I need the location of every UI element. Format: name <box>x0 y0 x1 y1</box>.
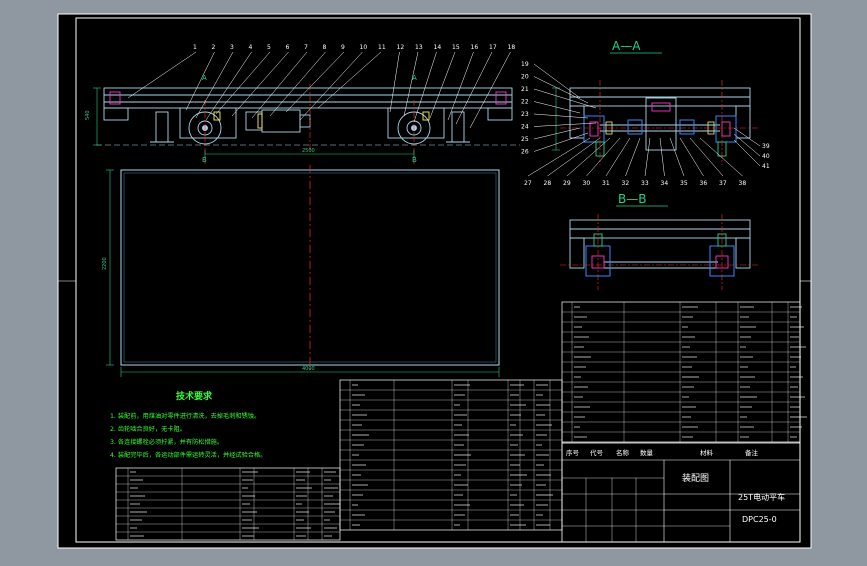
product-name: 25T电动平车 <box>738 492 785 502</box>
dimension-length: 4000 <box>302 366 315 372</box>
callout-label: 18 <box>508 44 516 51</box>
callout-label: 29 <box>563 180 571 187</box>
technical-notes: 1. 装配前，用煤油对零件进行清洗，去掉毛刺和锈蚀。 2. 齿轮啮合良好，无卡阻。… <box>110 412 266 459</box>
callout-label: 35 <box>680 180 688 187</box>
parts-list-upper <box>561 301 807 443</box>
callout-label: 13 <box>415 44 423 51</box>
drawing-border <box>75 17 801 543</box>
callout-label: 23 <box>521 111 529 118</box>
callout-label: 37 <box>719 180 727 187</box>
callout-label: 22 <box>521 99 529 106</box>
callout-label: 30 <box>583 180 591 187</box>
callout-label: 20 <box>521 74 529 81</box>
callout-label: 34 <box>661 180 669 187</box>
callout-label: 15 <box>452 44 460 51</box>
callout-label: 12 <box>397 44 405 51</box>
title-header-cell: 材料 <box>700 448 714 457</box>
callout-label: 14 <box>434 44 442 51</box>
callout-label: 31 <box>602 180 610 187</box>
callout-label: 6 <box>286 44 290 51</box>
callouts-right: 19 20 21 22 23 24 25 26 <box>521 61 597 156</box>
dimension-side-height: 540 <box>85 110 91 120</box>
section-bb-title: B—B <box>618 192 646 206</box>
drawing-sheet <box>57 13 812 549</box>
callout-label: 36 <box>700 180 708 187</box>
title-header-cell: 数量 <box>640 448 654 457</box>
title-header-cell: 名称 <box>616 448 630 457</box>
callout-label: 3 <box>230 44 234 51</box>
callout-label: 38 <box>739 180 747 187</box>
title-header-cell: 序号 <box>566 448 580 457</box>
callout-label: 5 <box>267 44 271 51</box>
callout-label: 8 <box>323 44 327 51</box>
title-header-cell: 备注 <box>745 448 759 457</box>
callout-label: 17 <box>489 44 497 51</box>
callouts-bottom: 27 28 29 30 31 32 33 34 35 36 37 38 <box>524 137 747 187</box>
callout-label: 21 <box>521 86 529 93</box>
callout-label: 25 <box>521 136 529 143</box>
callout-label: 4 <box>249 44 253 51</box>
callout-label: 39 <box>762 143 770 150</box>
plan-view: 4000 2200 <box>102 165 500 377</box>
section-marker-a-left: A <box>202 74 207 82</box>
title-header-cell: 代号 <box>590 448 604 457</box>
drawing-name: 装配图 <box>682 472 709 484</box>
callout-label: 28 <box>544 180 552 187</box>
callout-label: 40 <box>762 153 770 160</box>
callout-label: 16 <box>471 44 479 51</box>
parts-list-middle <box>339 379 563 531</box>
note-line: 2. 齿轮啮合良好，无卡阻。 <box>110 425 186 433</box>
note-line: 1. 装配前，用煤油对零件进行清洗，去掉毛刺和锈蚀。 <box>110 412 260 420</box>
callout-label: 1 <box>193 44 197 51</box>
section-aa-title: A—A <box>612 39 641 53</box>
callout-label: 41 <box>762 163 770 170</box>
note-line: 3. 各连接螺栓必须拧紧，并有防松措施。 <box>110 438 223 446</box>
dimension-wheelbase: 2500 <box>302 148 315 154</box>
title-block: 序号 代号 名称 数量 材料 备注 装配图 25T电动平车 DPC25-0 <box>561 442 801 543</box>
callout-label: 26 <box>521 149 529 156</box>
section-marker-a-right: A <box>412 74 417 82</box>
drawing-number: DPC25-0 <box>742 515 777 524</box>
section-marker-b-left: B <box>202 156 207 164</box>
title-header-cells: 序号 代号 名称 数量 材料 备注 <box>566 448 759 457</box>
callout-label: 2 <box>212 44 216 51</box>
note-line: 4. 装配完毕后，各运动部件需运转灵活，并经试验合格。 <box>110 451 266 459</box>
callout-label: 11 <box>378 44 386 51</box>
notes-title: 技术要求 <box>176 390 213 402</box>
parts-list-lower-left <box>115 467 341 541</box>
section-marker-b-right: B <box>412 156 417 164</box>
callouts-far-right: 39 40 41 <box>733 127 770 170</box>
dimension-width: 2200 <box>102 257 108 270</box>
callout-label: 32 <box>622 180 630 187</box>
callout-label: 9 <box>341 44 345 51</box>
callout-label: 7 <box>304 44 308 51</box>
callout-label: 24 <box>521 124 529 131</box>
callout-label: 33 <box>641 180 649 187</box>
callout-label: 10 <box>360 44 368 51</box>
callout-label: 19 <box>521 61 529 68</box>
section-bb-view <box>569 219 751 269</box>
callout-label: 27 <box>524 180 532 187</box>
